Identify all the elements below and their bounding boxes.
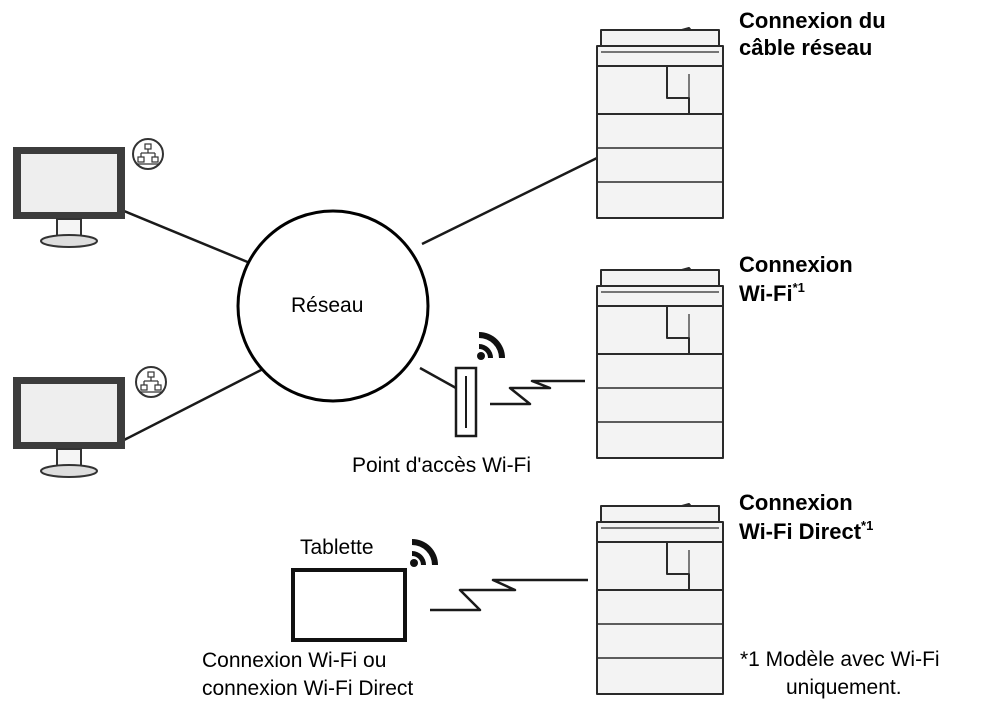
- footnote-line1: *1 Modèle avec Wi-Fi: [740, 648, 940, 671]
- printer2-label-line1: Connexion: [739, 252, 853, 277]
- wifi-icon: [477, 332, 505, 360]
- monitor-icon: [12, 376, 126, 478]
- link-network-accesspoint: [419, 366, 457, 390]
- network-badge-icon: [132, 138, 164, 170]
- wireless-link-tablet-printer3: [430, 578, 588, 612]
- link-network-printer1: [421, 156, 598, 246]
- printer1-label-line2: câble réseau: [739, 35, 873, 60]
- printer3-footnote-mark: *1: [861, 518, 874, 533]
- network-label: Réseau: [291, 294, 364, 317]
- printer2-label-line2: Wi-Fi*1: [739, 280, 805, 307]
- tablet-label: Tablette: [300, 536, 374, 559]
- wifi-icon: [410, 539, 438, 567]
- printer3-label-line2: Wi-Fi Direct*1: [739, 518, 873, 545]
- printer-icon: [596, 267, 724, 459]
- tablet-icon: [291, 568, 407, 642]
- printer1-label-line1: Connexion du: [739, 8, 886, 33]
- printer3-label-line1: Connexion: [739, 490, 853, 515]
- network-circle: [236, 209, 430, 403]
- printer3-label-text: Wi-Fi Direct: [739, 519, 862, 544]
- tablet-caption-line2: connexion Wi-Fi Direct: [202, 677, 414, 700]
- link-monitor1-network: [123, 209, 251, 265]
- link-monitor2-network: [123, 366, 266, 442]
- printer-icon: [596, 27, 724, 219]
- printer2-label-text: Wi-Fi: [739, 281, 793, 306]
- printer-icon: [596, 503, 724, 695]
- access-point-icon: [454, 366, 478, 438]
- access-point-label: Point d'accès Wi-Fi: [352, 454, 532, 477]
- footnote-line2: uniquement.: [786, 676, 902, 699]
- monitor-icon: [12, 146, 126, 248]
- network-badge-icon: [135, 366, 167, 398]
- tablet-caption-line1: Connexion Wi-Fi ou: [202, 649, 387, 672]
- wireless-link-ap-printer2: [490, 379, 585, 406]
- printer2-footnote-mark: *1: [792, 280, 805, 295]
